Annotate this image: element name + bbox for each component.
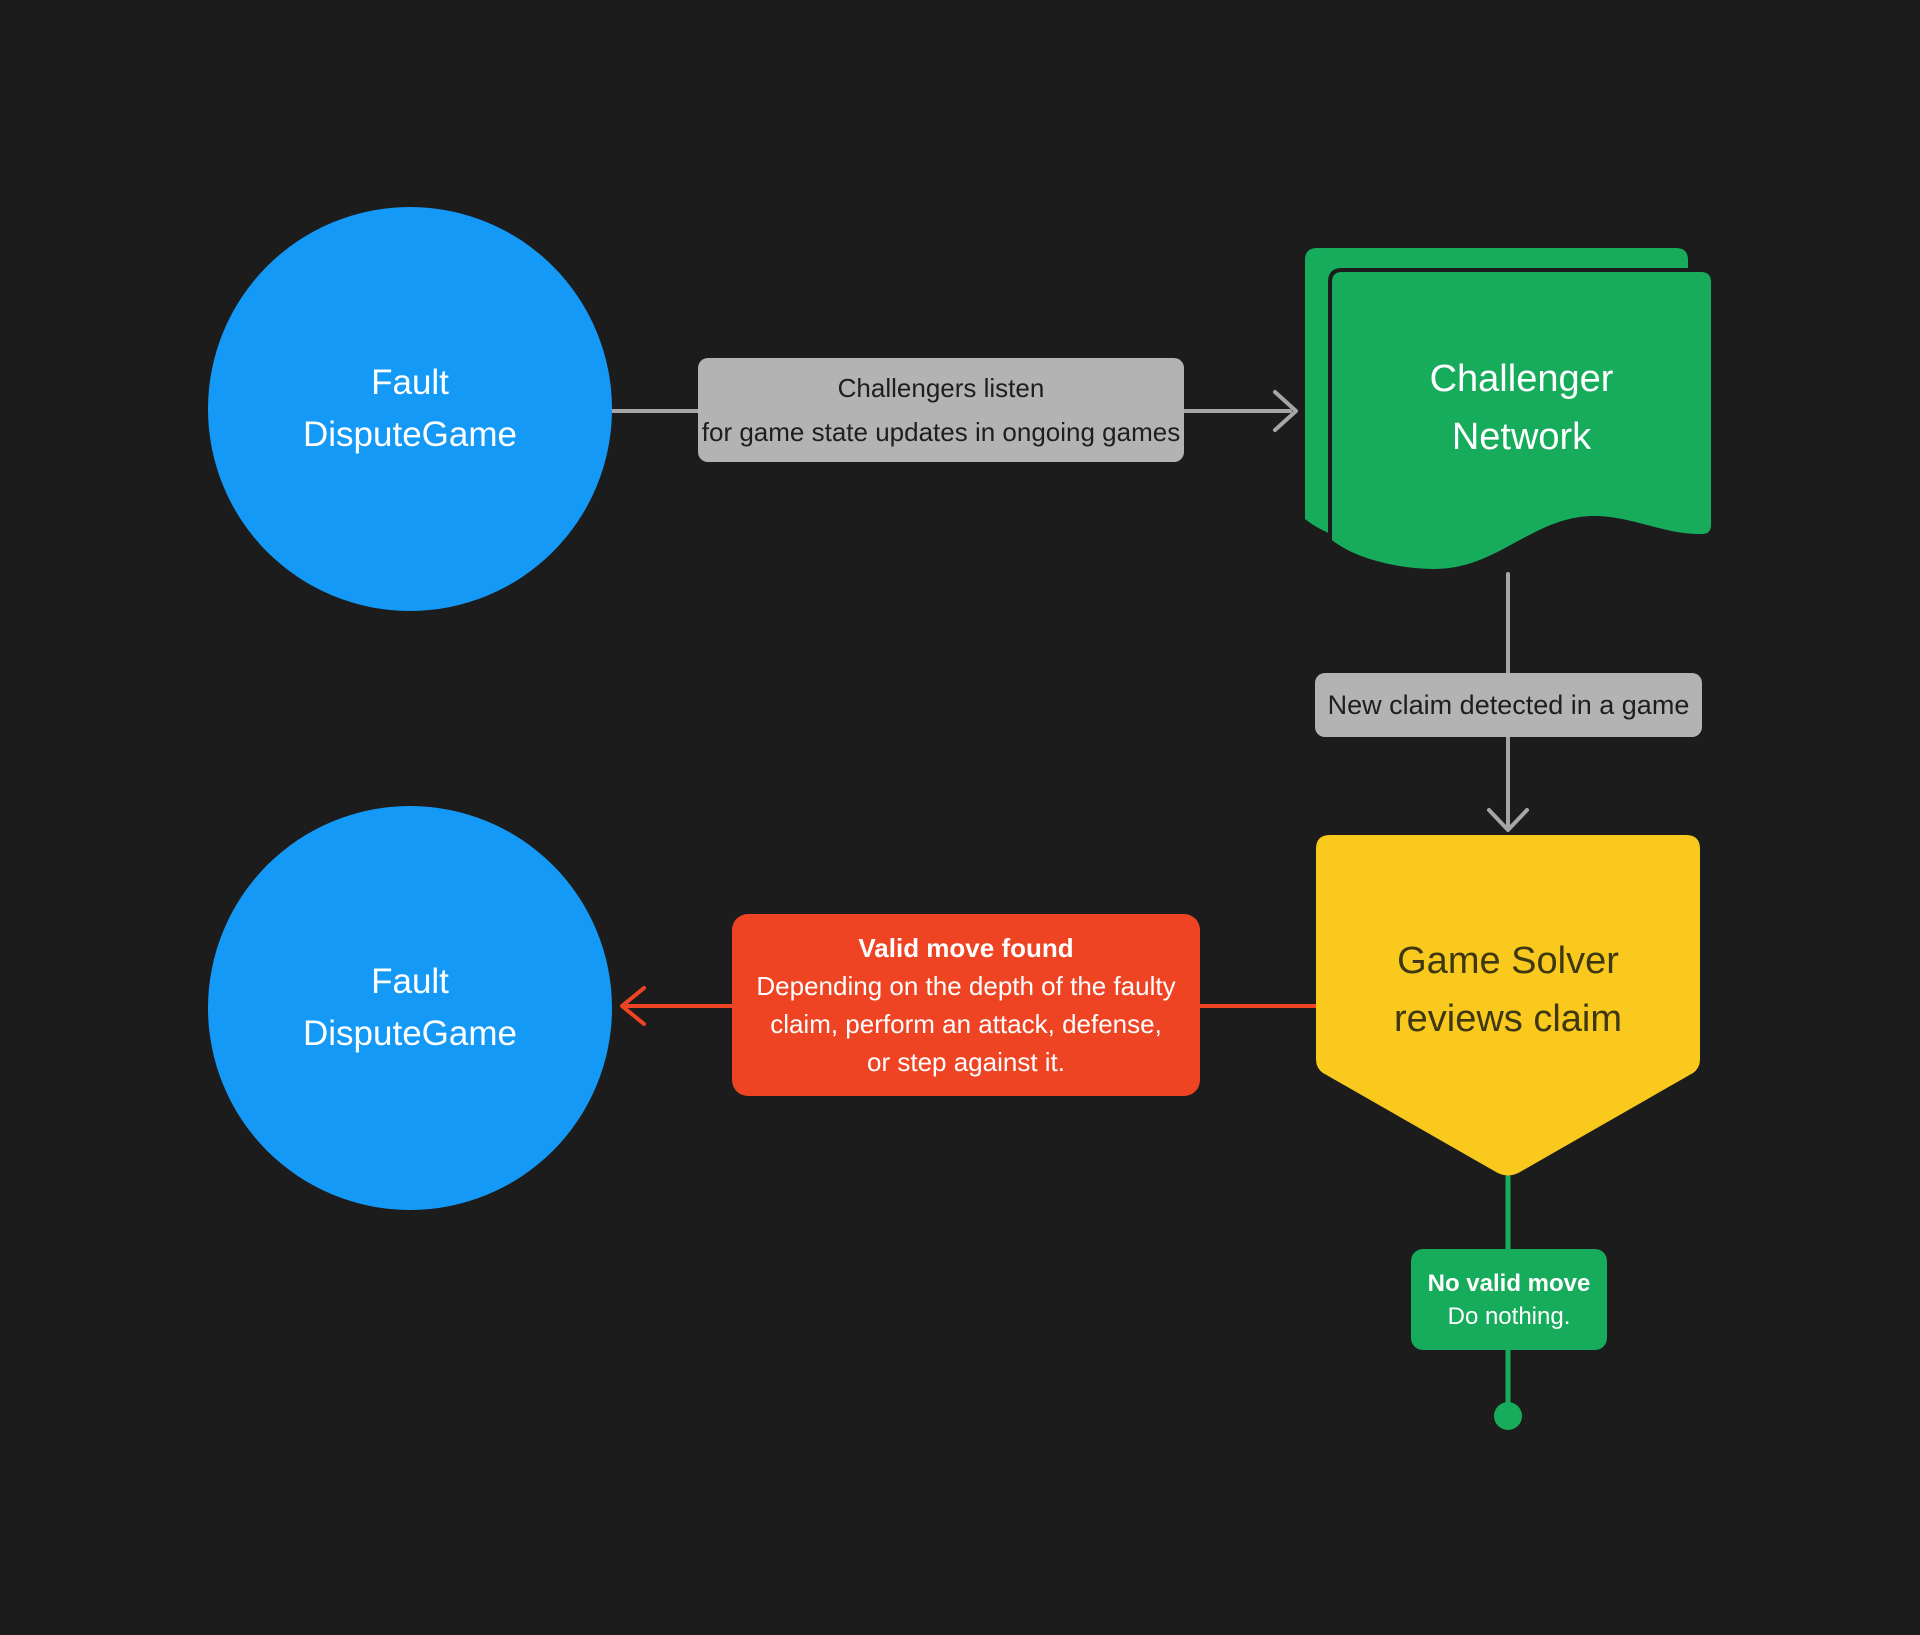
end-dot <box>1494 1402 1522 1430</box>
note-body-line: claim, perform an attack, defense, <box>770 1009 1162 1039</box>
edge-label-new-claim: New claim detected in a game <box>1315 673 1702 737</box>
note-title: Valid move found <box>858 933 1074 963</box>
node-label-line: DisputeGame <box>303 1014 517 1053</box>
node-label-line: DisputeGame <box>303 415 517 454</box>
node-label-line: Fault <box>371 962 449 1001</box>
note-no-valid-move: No valid move Do nothing. <box>1411 1249 1607 1350</box>
edge-label-line: New claim detected in a game <box>1327 689 1690 720</box>
note-body-line: Do nothing. <box>1447 1302 1571 1330</box>
node-challenger-network <box>1305 248 1715 574</box>
note-body-line: or step against it. <box>867 1047 1065 1077</box>
edge-label-line: Challengers listen <box>837 373 1045 403</box>
note-title: No valid move <box>1427 1269 1591 1297</box>
node-label-line: Fault <box>371 363 449 402</box>
edge-label-challengers-listen: Challengers listen for game state update… <box>698 358 1184 462</box>
arrowhead-down-icon <box>1487 808 1529 832</box>
node-game-solver <box>1316 835 1700 1176</box>
note-valid-move: Valid move found Depending on the depth … <box>732 914 1200 1096</box>
node-fault-dispute-game-bottom: Fault DisputeGame <box>208 806 612 1210</box>
note-body-line: Depending on the depth of the faulty <box>756 971 1176 1001</box>
document-front-shape <box>1328 268 1715 574</box>
arrowhead-left-icon <box>620 986 646 1026</box>
pentagon-shape <box>1316 835 1700 1176</box>
node-fault-dispute-game-top: Fault DisputeGame <box>208 207 612 611</box>
edge-label-line: for game state updates in ongoing games <box>701 417 1181 447</box>
arrowhead-right-icon <box>1273 390 1298 432</box>
